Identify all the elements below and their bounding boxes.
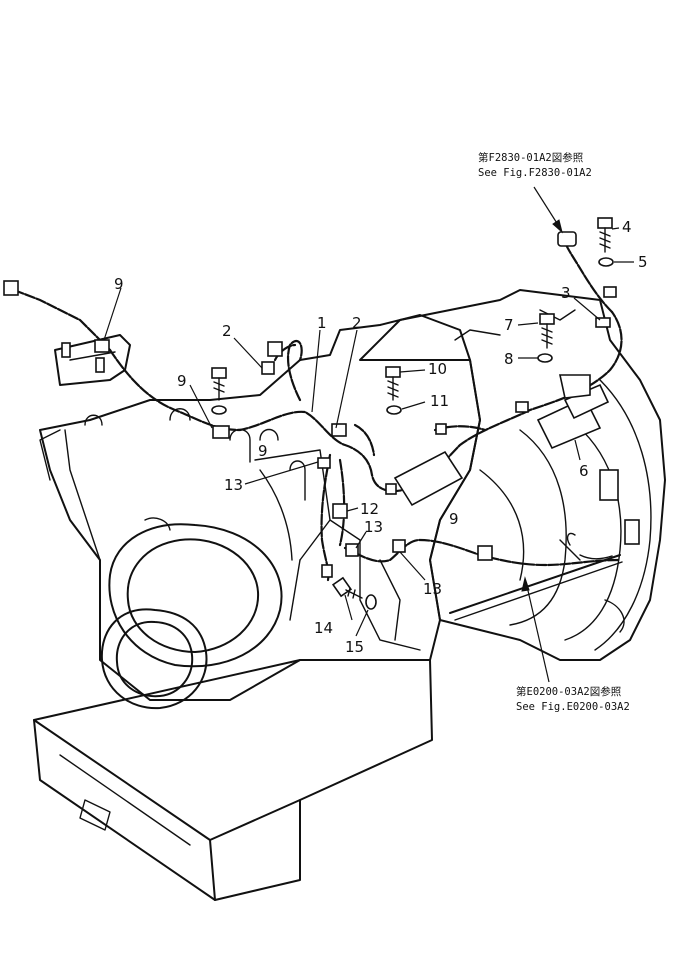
callout-15: 15	[345, 638, 364, 656]
callout-1: 1	[317, 314, 327, 332]
callout-11: 11	[430, 392, 449, 410]
washer-8	[537, 353, 553, 363]
callout-2-left: 2	[222, 322, 232, 340]
callout-9-left: 9	[114, 275, 124, 293]
clip-2-center	[331, 423, 347, 437]
clip-13-lower	[392, 539, 406, 553]
clip-3	[595, 317, 611, 328]
cover-9	[393, 450, 464, 507]
callout-9-engine: 9	[258, 442, 268, 460]
clip-9-left	[94, 339, 110, 353]
leader-lines	[103, 186, 634, 683]
callout-7: 7	[504, 316, 514, 334]
callout-12: 12	[360, 500, 379, 518]
engine-block	[33, 314, 481, 901]
bolt-10	[385, 366, 401, 401]
callout-labels: 9 2 1 2 3 4 5 6 7 8 9 9 9 10 11 12 13 13…	[114, 218, 648, 656]
ref-bottom-jp: 第E0200-03A2図参照	[516, 685, 622, 698]
harness-components	[94, 217, 617, 610]
callout-14: 14	[314, 619, 333, 637]
reference-notes: 第F2830-01A2図参照 See Fig.F2830-01A2 第E0200…	[478, 151, 630, 713]
callout-2-right: 2	[352, 314, 362, 332]
callout-3: 3	[561, 284, 571, 302]
wiring-harness	[3, 238, 623, 621]
ref-top-jp: 第F2830-01A2図参照	[478, 151, 584, 164]
washer-5	[598, 257, 614, 267]
callout-4: 4	[622, 218, 632, 236]
connector-left-end	[3, 280, 19, 296]
clip-9-center	[212, 425, 230, 439]
speed-sensor-connector	[557, 231, 577, 247]
callout-13-middle: 13	[364, 518, 383, 536]
bolt-14	[331, 576, 363, 599]
callout-9-right: 9	[449, 510, 459, 528]
clip-13-upper	[317, 457, 331, 469]
callout-6: 6	[579, 462, 589, 480]
callout-13-lower: 13	[423, 580, 442, 598]
washer-15	[365, 594, 377, 610]
clamp-12	[332, 503, 348, 519]
callout-9-center: 9	[177, 372, 187, 390]
connector-3	[603, 286, 617, 298]
ref-bottom-en: See Fig.E0200-03A2	[516, 701, 630, 713]
sensor-connector-2	[267, 341, 283, 357]
bolt-left	[211, 367, 227, 401]
callout-13-upper: 13	[224, 476, 243, 494]
callout-5: 5	[638, 253, 648, 271]
callout-10: 10	[428, 360, 447, 378]
clip-13-middle	[345, 543, 359, 557]
transmission-housing	[359, 289, 666, 661]
callout-8: 8	[504, 350, 514, 368]
washer-11	[386, 405, 402, 415]
ref-top-en: See Fig.F2830-01A2	[478, 167, 592, 179]
bolt-7	[539, 313, 555, 349]
clip-2-upper	[261, 361, 275, 375]
bolt-4	[597, 217, 613, 253]
terminal-lower	[321, 564, 333, 578]
